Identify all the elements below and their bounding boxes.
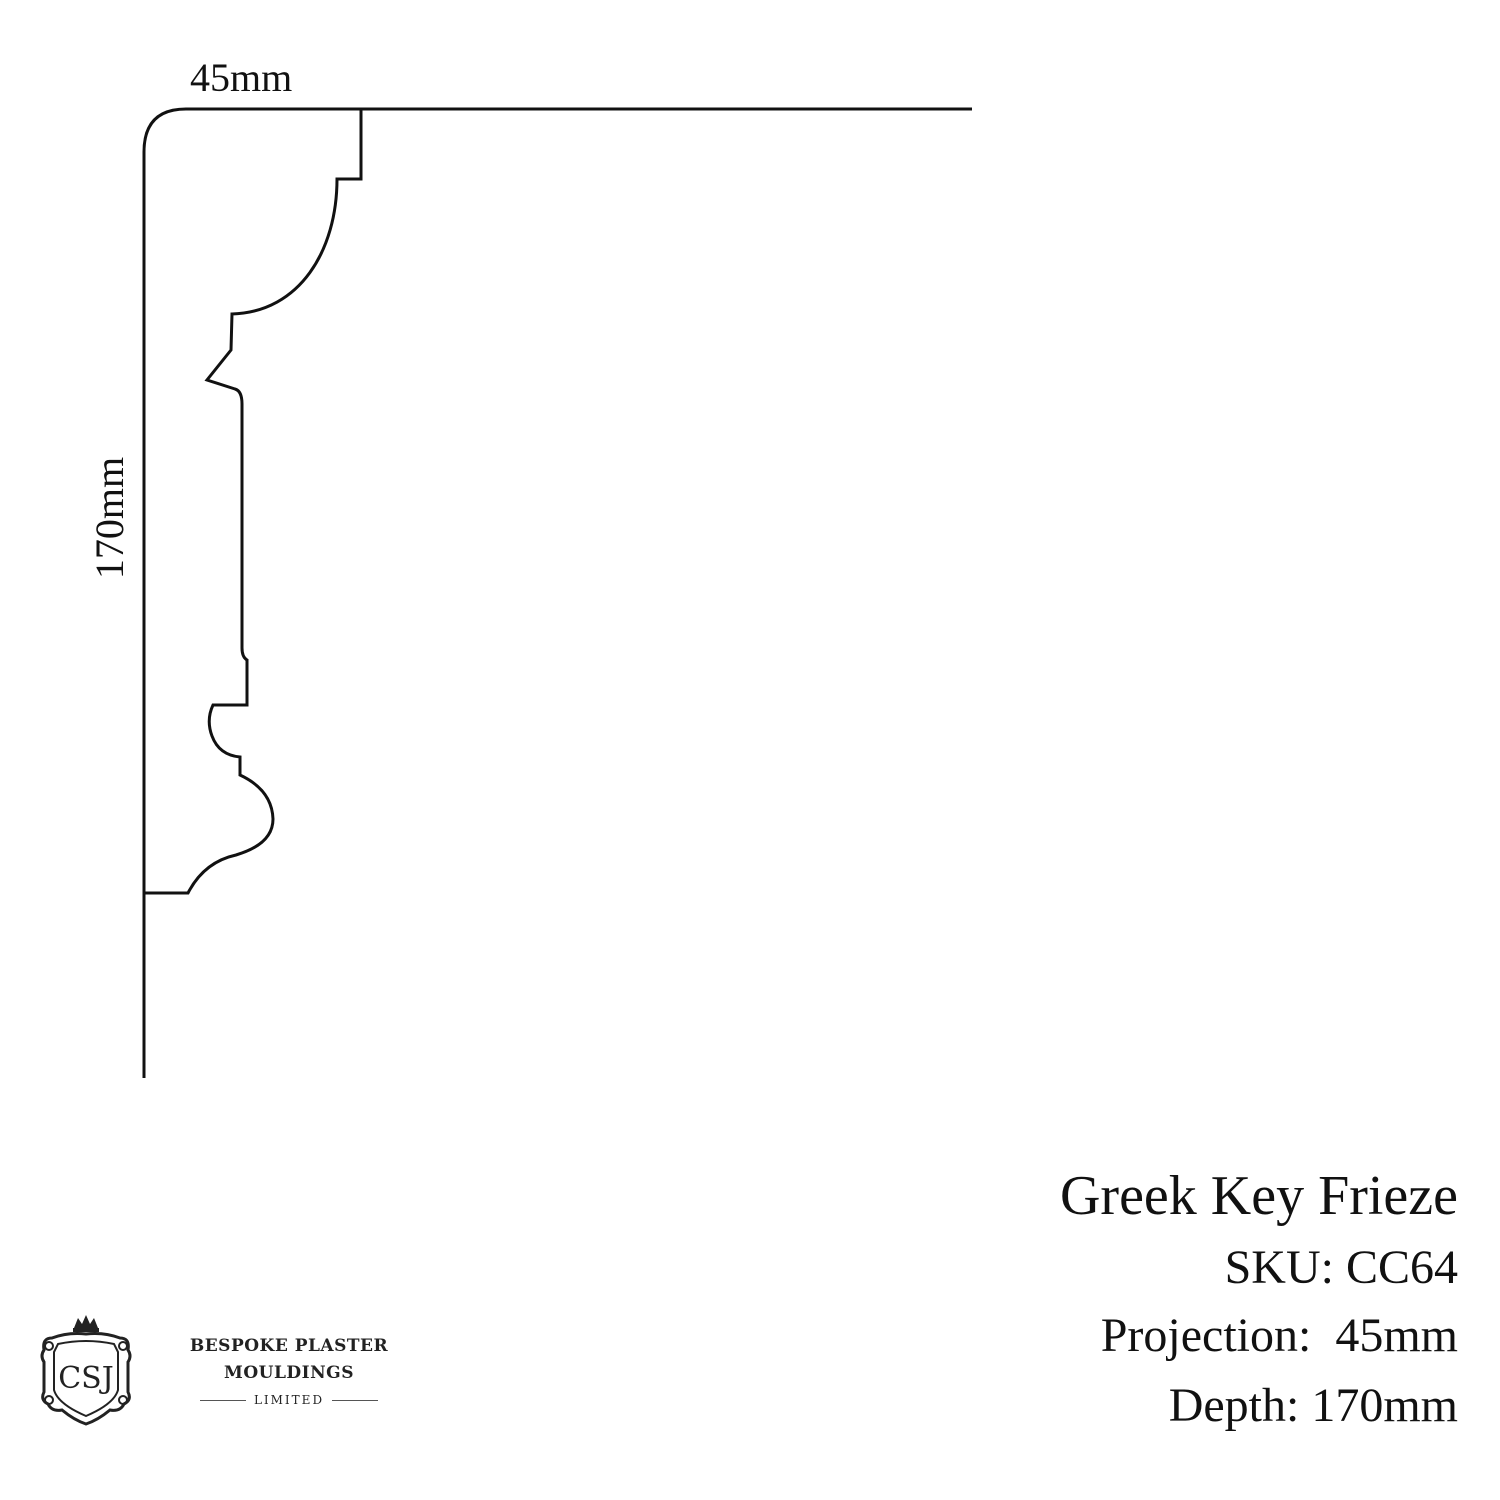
brand-name-line3: LIMITED [170,1394,408,1406]
crest-icon: CSJ [40,1315,132,1426]
depth-dimension-label: 170mm [87,456,132,580]
projection-dimension-label: 45mm [190,55,293,100]
brand-name-line1: BESPOKE PLASTER [189,1336,389,1356]
moulding-profile-outline [144,109,363,895]
brand-name-line2: MOULDINGS [224,1363,354,1383]
product-name: Greek Key Frieze [1059,1165,1458,1227]
wall-line [142,107,360,1078]
product-sku: SKU: CC64 [1224,1241,1458,1294]
brand-logo: CSJ BESPOKE PLASTER MOULDINGS LIMITED [38,1312,388,1428]
crest-monogram: CSJ [58,1361,114,1396]
product-depth: Depth: 170mm [1168,1379,1458,1432]
product-projection: Projection: 45mm [1100,1309,1458,1362]
